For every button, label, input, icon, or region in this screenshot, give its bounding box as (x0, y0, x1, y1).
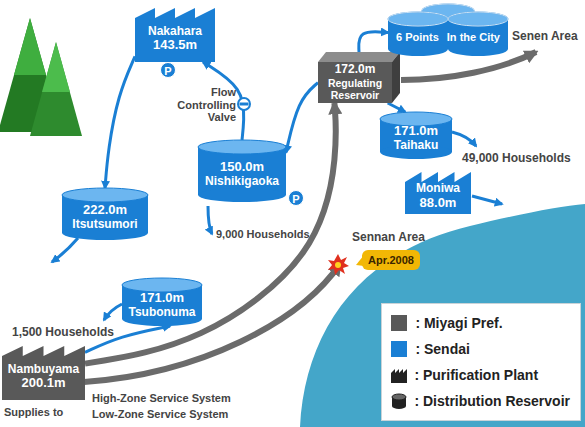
households-label: 9,000 Households (216, 228, 310, 241)
callout-body (362, 250, 420, 270)
supply-note: Supplies to (4, 406, 63, 419)
node-title: 171.0m (140, 291, 184, 306)
node-title: Apr.2008 (368, 254, 414, 267)
reservoir-icon-top (392, 394, 406, 400)
node-text: 88.0m (420, 196, 457, 211)
node-text: 200.1m (21, 376, 65, 391)
plant-icon (391, 369, 407, 383)
reservoir-icon-base (392, 403, 406, 409)
legend-row: : Sendai (390, 336, 570, 362)
outflow-arrow (52, 238, 78, 262)
legend-text: : Sendai (415, 341, 469, 357)
distribution-reservoir: Moniwa88.0m (405, 170, 471, 214)
cylinder-base (448, 42, 508, 56)
pump-symbol: P (160, 62, 176, 78)
node-text: Tsubonuma (128, 306, 195, 320)
water-flow-arrow (388, 103, 406, 112)
node-text: 143.5m (153, 38, 197, 53)
system-label: High-Zone Service System (92, 392, 231, 405)
distribution-reservoir: 171.0mTsubonuma (122, 278, 202, 326)
node-title: 150.0m (220, 160, 264, 175)
building-outline (405, 172, 471, 214)
valve-symbol (238, 98, 250, 110)
node-text: In the City (447, 31, 500, 44)
outflow-arrow (104, 304, 122, 320)
outflow-arrow (472, 196, 502, 204)
households-label: 49,000 Households (462, 152, 571, 166)
node-text: Itsutsumori (72, 218, 137, 232)
building-outline (135, 8, 215, 62)
cylinder-top (388, 12, 448, 26)
cylinder-base (388, 42, 448, 56)
area-label: Senen Area (512, 30, 578, 44)
node-title: 172.0m (335, 63, 376, 77)
legend-row: : Distribution Reservoir (390, 388, 570, 414)
legend: : Miyagi Pref. : Sendai : Purification Pla… (381, 303, 581, 421)
legend-icon (390, 367, 408, 384)
purification-plant: Nakahara143.5m (135, 6, 215, 62)
supply-line (84, 264, 340, 382)
node-text: Taihaku (394, 139, 438, 153)
break-burst-core (335, 262, 341, 268)
pump-symbol: P (288, 190, 304, 206)
legend-text: : Miyagi Pref. (415, 315, 502, 331)
households-label: 1,500 Households (12, 326, 114, 340)
node-title: 222.0m (83, 203, 127, 218)
outflow-arrow (208, 206, 212, 234)
legend-swatch (391, 315, 407, 331)
legend-swatch (391, 341, 407, 357)
regulating-reservoir: 172.0mRegulating Reservoir (318, 52, 400, 103)
cylinder (388, 12, 448, 56)
node-title: Moniwa (416, 182, 460, 196)
node-title: 6 Points (396, 31, 439, 44)
node-title: Nakahara (148, 25, 202, 39)
legend-row: : Purification Plant (390, 362, 570, 388)
legend-icon (390, 393, 408, 410)
cyl3-outline (388, 4, 508, 56)
building-outline (2, 346, 85, 400)
node-text: Nishikigaoka (205, 175, 279, 189)
supply-line (401, 52, 536, 80)
cylinder-top (198, 140, 286, 154)
node-title: 171.0m (394, 124, 438, 139)
system-label: Low-Zone Service System (92, 408, 228, 421)
box-side (392, 52, 400, 103)
sea-area (300, 204, 585, 427)
valve-label: Flow Controlling Valve (166, 86, 236, 124)
distribution-reservoir: 222.0mItsutsumori (62, 188, 148, 240)
break-burst (328, 254, 349, 275)
node-text: Regulating Reservoir (320, 77, 390, 101)
distribution-reservoir: 150.0mNishikigaoka (198, 140, 286, 202)
purification-plant: Nambuyama200.1m (2, 344, 85, 400)
reservoir-group: 6 Points In the City (388, 4, 508, 56)
legend-text: : Purification Plant (414, 367, 538, 383)
legend-text: : Distribution Reservoir (414, 393, 570, 409)
callout-tail (356, 255, 364, 266)
box-top (318, 52, 400, 62)
cylinder-base (198, 188, 286, 202)
legend-row: : Miyagi Pref. (390, 310, 570, 336)
water-flow-arrow (359, 32, 388, 52)
water-flow-arrow (286, 83, 318, 153)
water-flow-arrow (105, 56, 135, 188)
box-front (318, 62, 392, 103)
node-title: Nambuyama (8, 363, 79, 377)
trees (0, 18, 82, 136)
outflow-arrow (452, 132, 476, 146)
cylinder-top (448, 12, 508, 26)
date-callout: Apr.2008 (356, 250, 420, 270)
cylinder-top (62, 188, 148, 202)
distribution-reservoir: 171.0mTaihaku (380, 112, 452, 159)
area-label: Sennan Area (352, 231, 425, 245)
